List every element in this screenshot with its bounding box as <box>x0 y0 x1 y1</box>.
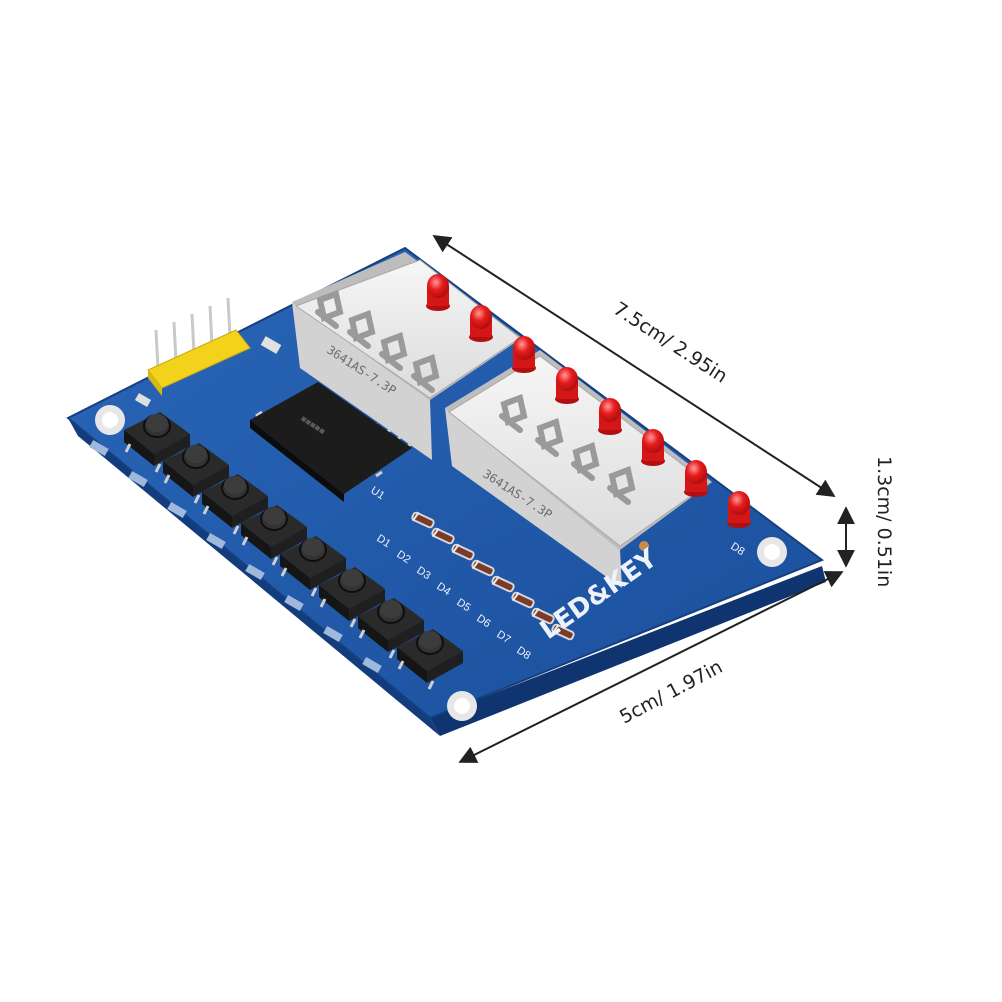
push-button <box>163 443 229 504</box>
push-button <box>241 505 307 566</box>
diode-icon <box>431 527 455 545</box>
push-button <box>319 567 385 628</box>
led-icon <box>641 429 665 466</box>
driver-chip: ■■■■■ U1 <box>250 382 415 502</box>
edge-pad <box>89 440 109 456</box>
push-button <box>397 629 463 690</box>
header-pins <box>154 297 232 371</box>
diode-icon <box>451 543 475 561</box>
dimension-width-label: 5cm/ 1.97in <box>616 656 726 729</box>
dimension-height-label: 1.3cm/ 0.51in <box>873 456 895 587</box>
edge-pad <box>323 626 343 642</box>
led-icon <box>598 398 622 435</box>
edge-pad <box>206 533 226 549</box>
smd-component <box>134 336 282 407</box>
mounting-hole-icon <box>95 405 125 435</box>
push-button <box>358 598 424 659</box>
mounting-hole-icon <box>757 537 787 567</box>
push-button <box>202 474 268 535</box>
push-button <box>124 412 190 473</box>
led-icon <box>727 491 751 528</box>
edge-pads <box>89 440 382 673</box>
pin-header <box>147 297 251 396</box>
led-icon <box>555 367 579 404</box>
pcb-edge <box>68 418 440 736</box>
display-dot <box>639 541 649 551</box>
led-icon <box>469 305 493 342</box>
edge-pad <box>245 564 265 580</box>
edge-pad <box>362 657 382 673</box>
led-icon <box>512 336 536 373</box>
edge-pad <box>167 502 187 518</box>
edge-pad <box>128 471 148 487</box>
push-button <box>280 536 346 597</box>
dimension-height: 1.3cm/ 0.51in <box>837 456 895 587</box>
mounting-hole-icon <box>447 691 477 721</box>
diode-icon <box>411 511 435 529</box>
edge-pad <box>284 595 304 611</box>
dimension-arrow <box>432 235 836 497</box>
led-icon <box>684 460 708 497</box>
button-row <box>124 412 463 690</box>
dimension-arrow <box>458 571 844 763</box>
led-icon <box>426 274 450 311</box>
dimension-length-label: 7.5cm/ 2.95in <box>609 298 731 388</box>
